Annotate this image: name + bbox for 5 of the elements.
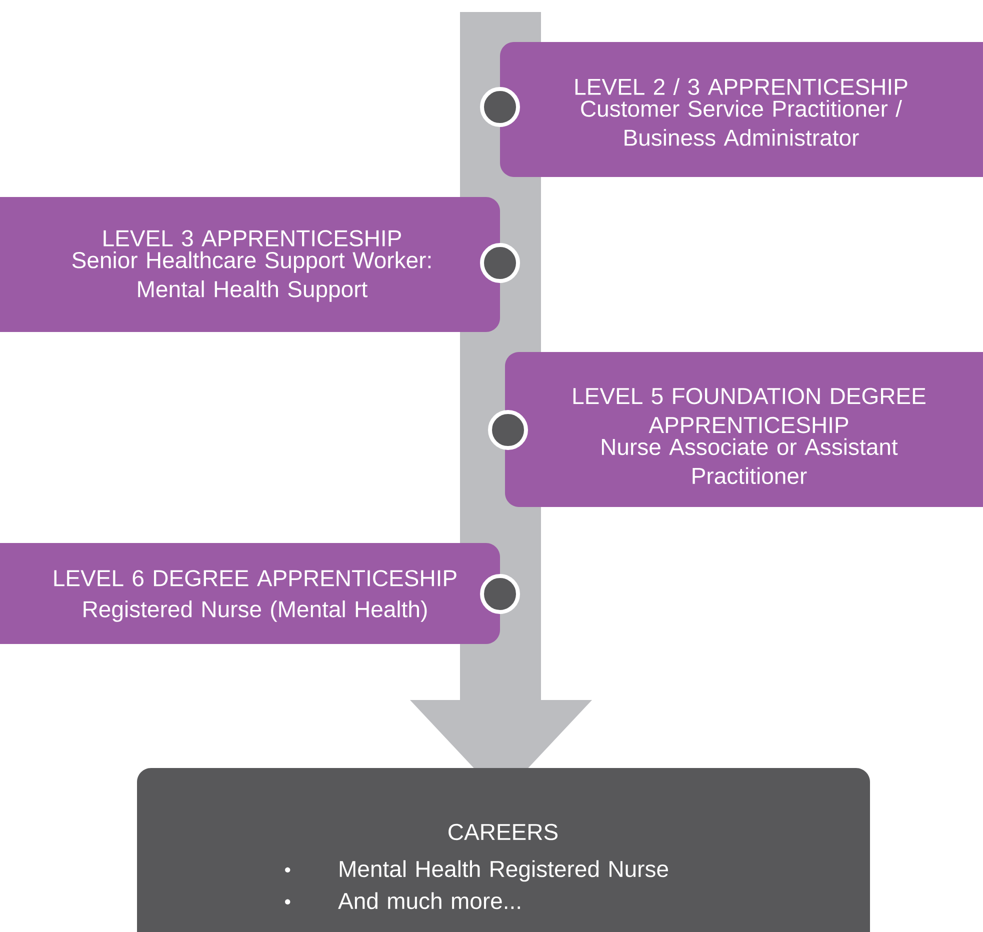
apprenticeship-box: LEVEL 2 / 3 APPRENTICESHIP Customer Service Practitioner / Business Administrator <box>500 42 983 177</box>
apprenticeship-box: LEVEL 6 DEGREE APPRENTICESHIP Registered Nurse (Mental Health) <box>0 543 500 644</box>
career-box: CAREERS Mental Health Registered Nurse And much more... <box>137 768 870 932</box>
apprenticeship-box: LEVEL 3 APPRENTICESHIP Senior Healthcare Support Worker: Mental Health Support <box>0 197 500 332</box>
apprenticeship-box: LEVEL 5 FOUNDATION DEGREE APPRENTICESHIP Nurse Associate or Assistant Practitioner <box>505 352 983 507</box>
